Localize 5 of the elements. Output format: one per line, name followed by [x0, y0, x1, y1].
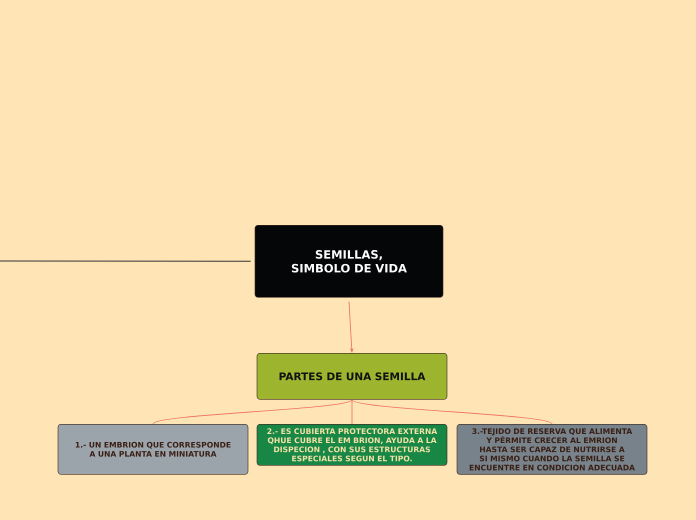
title-box: SEMILLAS, SIMBOLO DE VIDA: [254, 225, 444, 298]
connector: [352, 399, 552, 424]
category-box: PARTES DE UNA SEMILLA: [256, 353, 448, 400]
connector: [0, 260, 252, 262]
connector: [152, 399, 352, 424]
